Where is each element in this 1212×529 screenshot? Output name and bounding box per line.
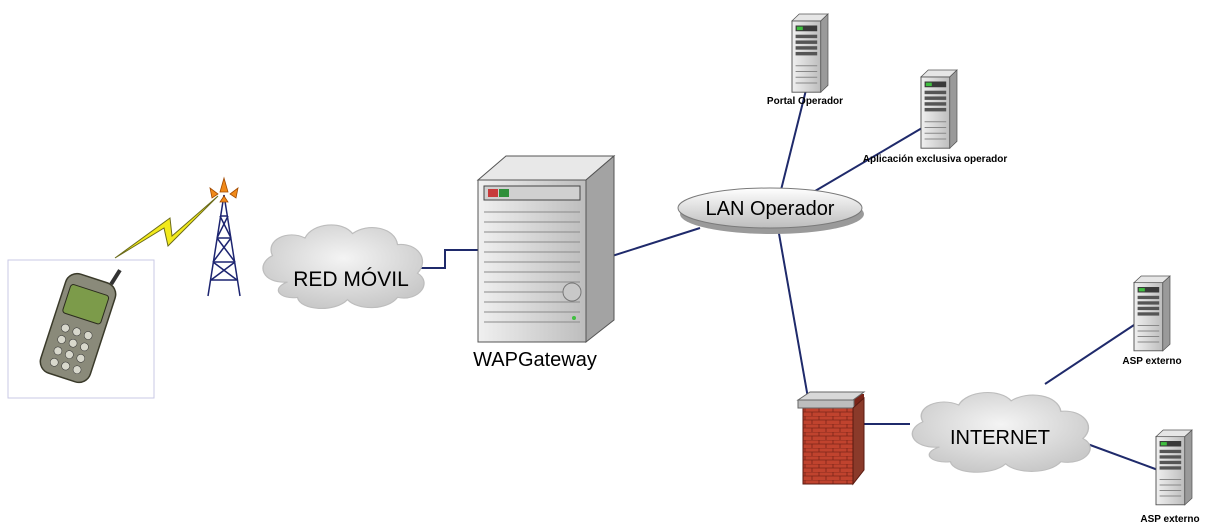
mobile-phone-icon [7,259,155,399]
link-internet-asp1 [1044,324,1135,385]
asp-externo-server-1: ASP externo [1122,275,1182,367]
link-lan-portal [779,89,807,195]
lan-operador-label: LAN Operador [706,198,835,220]
link-gateway-lan [611,227,701,257]
red-movil-label: RED MÓVIL [293,268,409,291]
internet-label: INTERNET [950,427,1050,449]
server-icon [1133,275,1171,352]
firewall-icon [796,391,866,486]
server-icon [791,13,829,93]
link-redmovil-gateway [412,249,478,269]
asp-externo-server-2: ASP externo [1140,429,1200,525]
lightning-icon [114,195,219,259]
asp-externo-label-2: ASP externo [1140,514,1199,525]
portal-operador-server: Portal Operador [767,13,843,107]
link-internet-asp2 [1081,441,1159,471]
connections [412,89,1159,471]
wap-gateway-server: WAPGateway [473,154,616,371]
portal-operador-label: Portal Operador [767,96,843,107]
server-icon [1155,429,1193,506]
asp-externo-label-1: ASP externo [1122,356,1181,367]
server-icon [920,69,958,149]
wap-gateway-label: WAPGateway [473,349,597,371]
link-lan-firewall [777,227,809,399]
link-lan-aplicacion [809,127,923,195]
red-movil-cloud: RED MÓVIL [262,224,425,310]
lan-operador-node: LAN Operador [677,187,864,234]
antenna-tower-icon [207,176,241,297]
aplicacion-exclusiva-server: Aplicación exclusiva operador [863,69,1008,165]
aplicacion-exclusiva-label: Aplicación exclusiva operador [863,154,1008,165]
internet-cloud: INTERNET [911,391,1091,473]
